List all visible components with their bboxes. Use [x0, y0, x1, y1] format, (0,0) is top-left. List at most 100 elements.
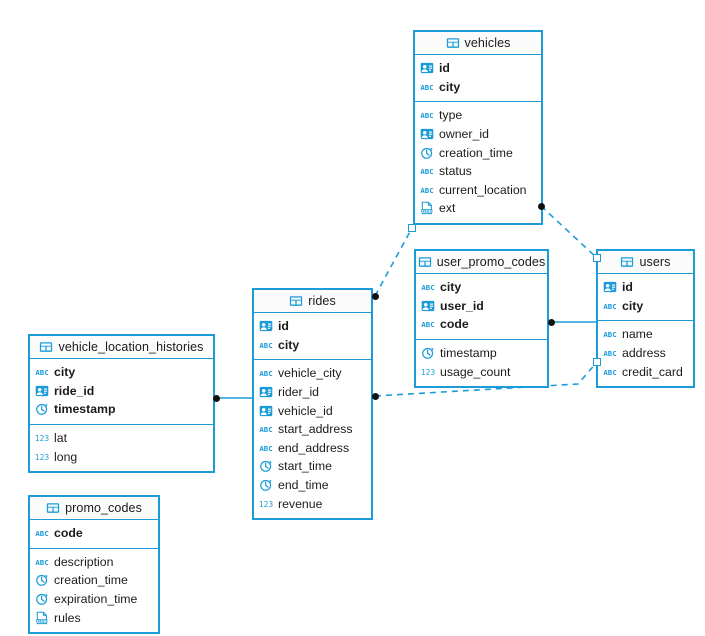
- column-name: ride_id: [54, 383, 95, 398]
- table-header-vehicle_location_histories[interactable]: vehicle_location_histories: [30, 336, 213, 359]
- id-badge-icon: [259, 404, 273, 418]
- svg-text:ABC: ABC: [259, 425, 272, 434]
- id-badge-icon: [603, 280, 617, 294]
- primary-key-row-id[interactable]: id: [598, 278, 693, 297]
- clock-icon: [35, 402, 49, 416]
- column-name: end_time: [278, 478, 329, 493]
- column-name: id: [439, 61, 450, 76]
- table-header-user_promo_codes[interactable]: user_promo_codes: [416, 251, 547, 274]
- column-row-creation_time[interactable]: creation_time: [415, 143, 541, 162]
- column-row-timestamp[interactable]: timestamp: [416, 344, 547, 363]
- table-header-rides[interactable]: rides: [254, 290, 371, 313]
- column-row-credit_card[interactable]: ABC credit_card: [598, 362, 693, 381]
- 123-number-icon: 123: [421, 365, 435, 379]
- abc-text-icon: ABC: [603, 365, 617, 379]
- primary-key-row-id[interactable]: id: [254, 317, 371, 336]
- column-name: city: [440, 280, 462, 295]
- abc-text-icon: ABC: [35, 526, 49, 540]
- abc-text-icon: ABC: [603, 299, 617, 313]
- table-title: vehicles: [464, 36, 511, 50]
- abc-text-icon: ABC: [259, 338, 273, 352]
- abc-text-icon: ABC: [421, 317, 435, 331]
- column-name: vehicle_id: [278, 403, 333, 418]
- column-name: rules: [54, 610, 81, 625]
- svg-text:123: 123: [259, 500, 273, 509]
- relationship-line-vehicles-users[interactable]: [540, 205, 598, 259]
- svg-text:123: 123: [35, 453, 49, 462]
- table-title: vehicle_location_histories: [58, 340, 204, 354]
- column-name: id: [278, 319, 289, 334]
- relationship-many-marker-vehicles-users: [537, 202, 545, 210]
- primary-key-row-city[interactable]: ABC city: [416, 278, 547, 297]
- primary-key-row-code[interactable]: ABC code: [416, 315, 547, 334]
- json-document-icon: JSON: [35, 611, 49, 625]
- column-row-owner_id[interactable]: owner_id: [415, 125, 541, 144]
- relationship-one-marker-vehicles-users: [593, 254, 601, 262]
- primary-key-row-user_id[interactable]: user_id: [416, 297, 547, 316]
- column-row-rider_id[interactable]: rider_id: [254, 383, 371, 402]
- primary-key-row-timestamp[interactable]: timestamp: [30, 400, 213, 419]
- svg-text:ABC: ABC: [35, 529, 48, 538]
- svg-text:ABC: ABC: [603, 330, 616, 339]
- svg-text:ABC: ABC: [420, 111, 433, 120]
- column-name: lat: [54, 431, 67, 446]
- relationship-many-marker-vehicles-rides: [371, 292, 379, 300]
- column-row-rules[interactable]: JSON rules: [30, 608, 158, 627]
- id-badge-icon: [259, 385, 273, 399]
- column-row-end_time[interactable]: end_time: [254, 476, 371, 495]
- column-name: code: [440, 317, 469, 332]
- abc-text-icon: ABC: [421, 280, 435, 294]
- 123-number-icon: 123: [35, 450, 49, 464]
- table-header-vehicles[interactable]: vehicles: [415, 32, 541, 55]
- column-row-creation_time[interactable]: creation_time: [30, 571, 158, 590]
- abc-text-icon: ABC: [35, 365, 49, 379]
- relationship-line-vehicles-rides[interactable]: [374, 227, 413, 297]
- table-grid-icon: [46, 501, 60, 515]
- relationship-many-marker-user_promo_codes-users: [547, 318, 555, 326]
- primary-key-row-id[interactable]: id: [415, 59, 541, 78]
- column-name: credit_card: [622, 364, 683, 379]
- column-name: user_id: [440, 298, 484, 313]
- column-name: address: [622, 346, 666, 361]
- table-grid-icon: [446, 36, 460, 50]
- table-header-users[interactable]: users: [598, 251, 693, 274]
- relationship-one-marker-vehicles-rides: [408, 224, 416, 232]
- column-row-expiration_time[interactable]: expiration_time: [30, 590, 158, 609]
- primary-key-row-ride_id[interactable]: ride_id: [30, 382, 213, 401]
- table-header-promo_codes[interactable]: promo_codes: [30, 497, 158, 520]
- svg-text:ABC: ABC: [603, 368, 616, 377]
- id-badge-icon: [420, 127, 434, 141]
- column-row-vehicle_id[interactable]: vehicle_id: [254, 401, 371, 420]
- column-row-start_time[interactable]: start_time: [254, 457, 371, 476]
